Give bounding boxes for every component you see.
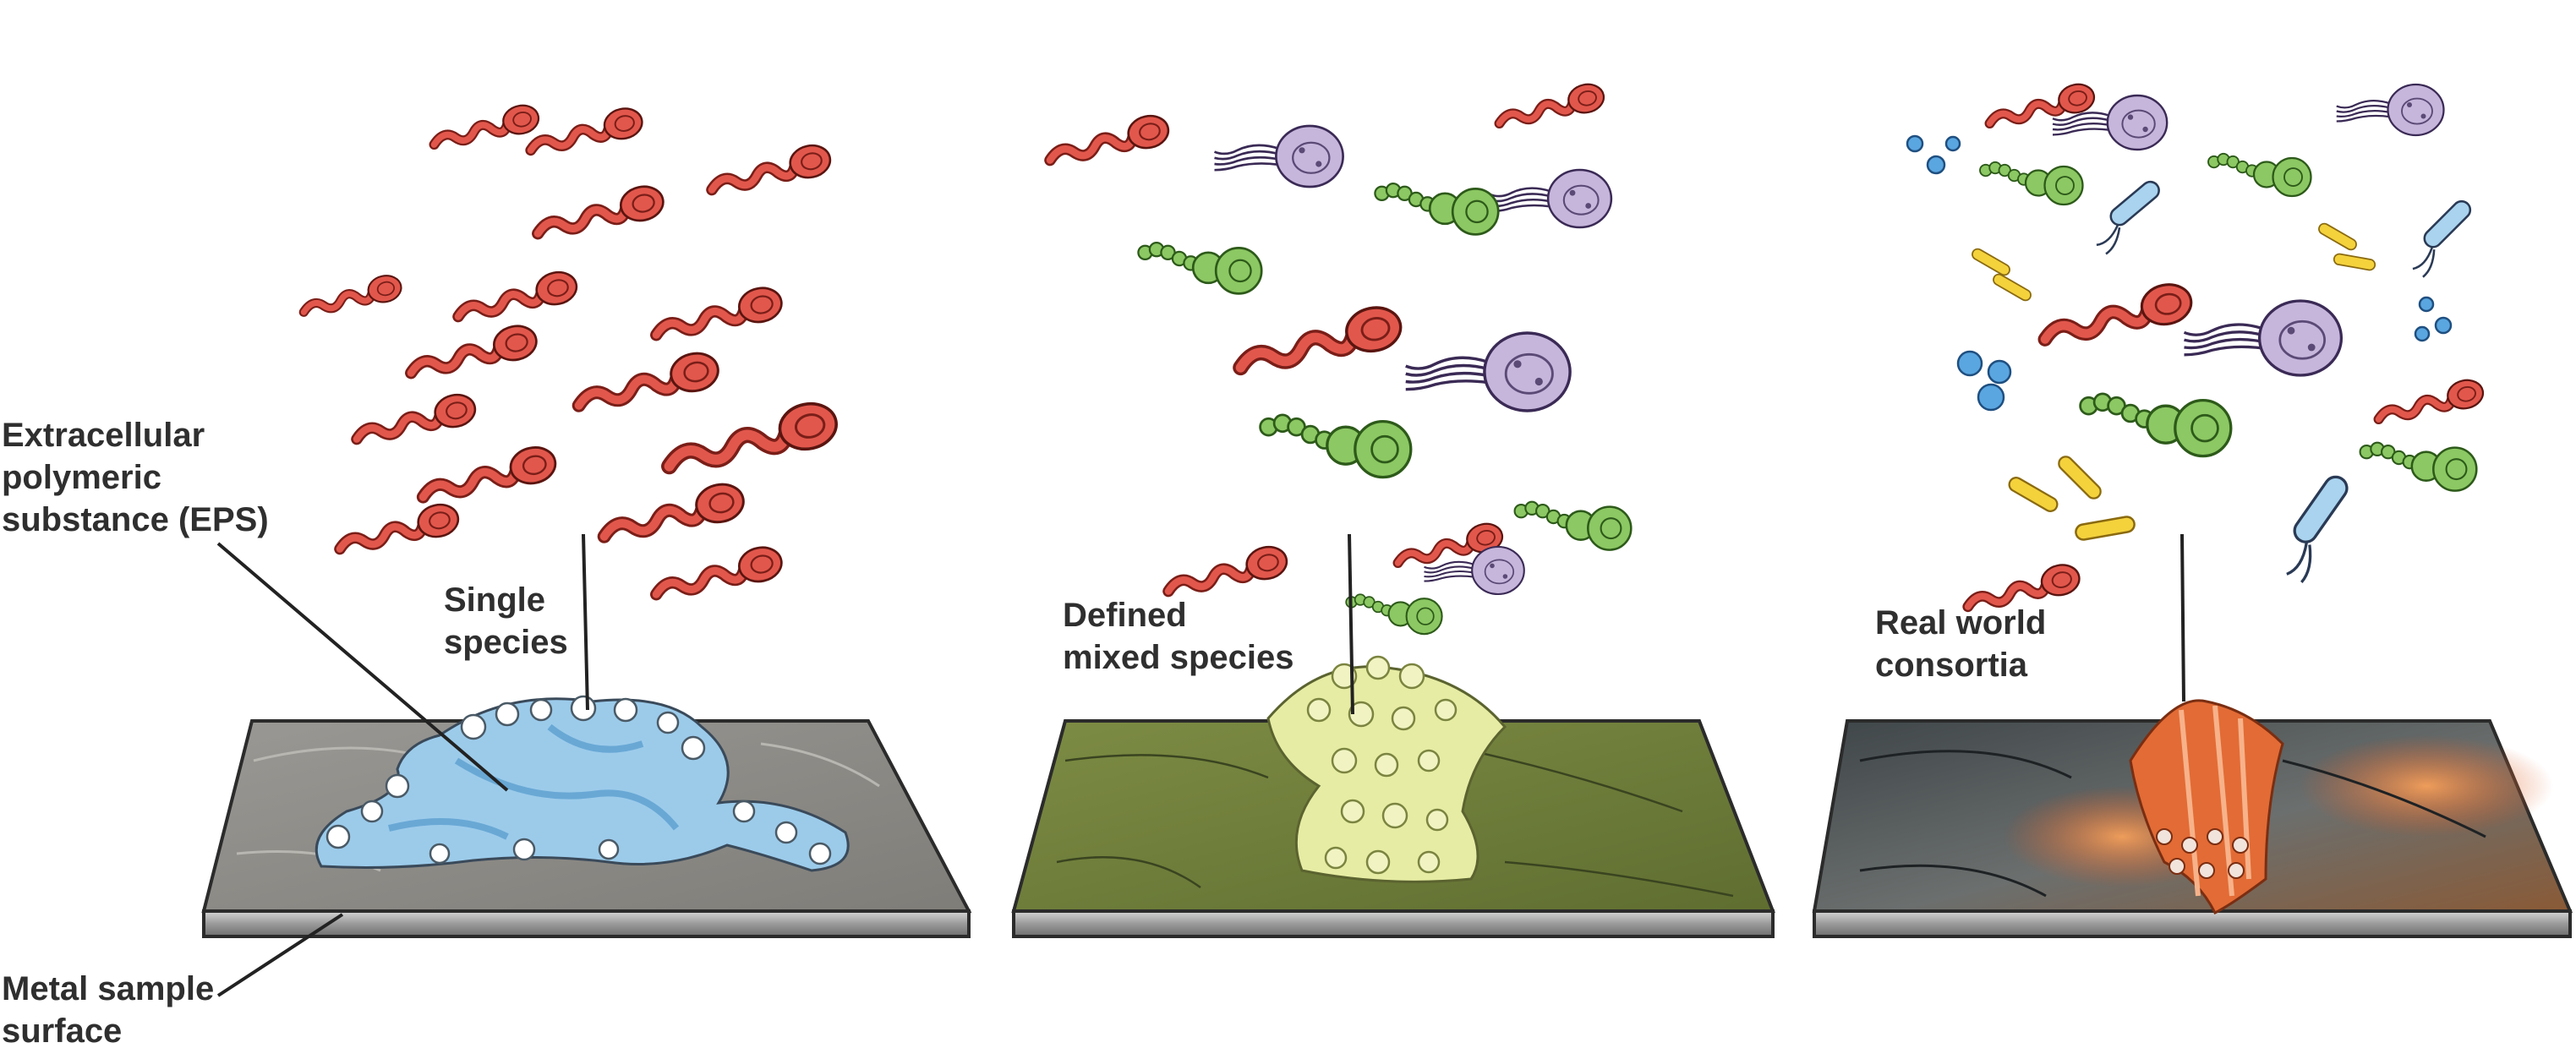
blue-coccus-cell <box>1958 352 1982 375</box>
purple-flagellate-cell <box>1490 170 1611 227</box>
purple-flagellate-cell <box>1406 333 1570 411</box>
yellow-rod-cell <box>2056 454 2103 501</box>
defined-mixed-species-label: Defined mixed species <box>1063 594 1294 679</box>
red-flagellate-cell <box>2039 280 2195 349</box>
red-flagellate-cell <box>1163 543 1289 600</box>
green-chain-cell <box>2208 154 2311 196</box>
consortia-cells <box>1907 81 2486 614</box>
blue-coccus-cell <box>2420 298 2433 311</box>
blue-rod-cell <box>2402 198 2482 278</box>
red-flagellate-cell <box>651 284 785 344</box>
yellow-rod-cell <box>2075 516 2136 541</box>
red-flagellate-cell <box>1986 81 2097 131</box>
blue-coccus-cell <box>1928 156 1944 173</box>
red-flagellate-cells <box>300 102 841 603</box>
red-flagellate-cell <box>406 322 539 382</box>
green-chain-cell <box>1138 243 1261 293</box>
blue-rod-cell <box>2270 472 2364 584</box>
metal-label-line-2: surface <box>2 1010 214 1052</box>
blue-coccus-cell <box>2436 318 2451 333</box>
red-flagellate-cell <box>453 269 579 325</box>
purple-flagellate-cell <box>2337 85 2444 135</box>
purple-flagellate-cell <box>1215 126 1343 187</box>
defined-mixed-label-line-2: mixed species <box>1063 636 1294 679</box>
green-chain-cell <box>2360 443 2477 491</box>
blue-coccus-cell <box>1988 361 2010 383</box>
red-flagellate-cell <box>1045 112 1171 169</box>
red-flagellate-cell <box>599 480 747 546</box>
real-world-pointer <box>2182 534 2184 701</box>
yellow-rod-cell <box>2333 254 2376 271</box>
red-flagellate-cell <box>663 399 841 478</box>
real-world-consortia-label: Real world consortia <box>1875 602 2046 686</box>
yellow-rod-cell <box>2317 221 2359 251</box>
red-flagellate-cell <box>526 105 644 158</box>
red-flagellate-cell <box>2375 377 2486 427</box>
real-world-label-line-1: Real world <box>1875 602 2046 644</box>
blue-coccus-cell <box>1907 136 1922 151</box>
red-flagellate-cell <box>573 349 721 415</box>
blue-coccus-cell <box>2415 327 2429 341</box>
yellow-rod-cell <box>1971 247 2012 276</box>
red-flagellate-cell <box>300 273 404 319</box>
single-species-label-line-1: Single <box>444 579 568 621</box>
red-flagellate-cell <box>707 142 833 199</box>
yellow-rod-cell <box>2007 475 2060 514</box>
green-chain-cell <box>1375 183 1498 234</box>
red-flagellate-cell <box>418 444 559 506</box>
single-species-label: Single species <box>444 579 568 663</box>
eps-label: Extracellular polymeric substance (EPS) <box>2 414 269 541</box>
mixed-biofilm <box>1268 657 1505 882</box>
green-chain-cell <box>2081 394 2231 456</box>
mixed-species-cells <box>1045 81 1631 634</box>
green-chain-cell <box>1980 162 2083 205</box>
purple-flagellate-cell <box>2185 301 2342 375</box>
single-species-panel <box>204 102 969 936</box>
single-species-pointer <box>583 534 588 710</box>
yellow-rod-cell <box>1992 272 2033 302</box>
red-flagellate-cell <box>651 543 785 603</box>
eps-label-line-2: polymeric <box>2 456 269 499</box>
red-flagellate-cell <box>352 391 478 448</box>
green-chain-cell <box>1515 502 1632 550</box>
blue-rod-cell <box>2087 178 2170 255</box>
red-flagellate-cell <box>533 183 666 243</box>
green-chain-cell <box>1261 415 1411 478</box>
eps-label-line-3: substance (EPS) <box>2 499 269 541</box>
red-flagellate-cell <box>1496 81 1607 131</box>
real-world-label-line-2: consortia <box>1875 644 2046 686</box>
metal-label-line-1: Metal sample <box>2 968 214 1010</box>
blue-coccus-cell <box>1978 385 2004 410</box>
red-flagellate-cell <box>335 501 461 558</box>
red-flagellate-cell <box>430 102 542 152</box>
defined-mixed-species-panel <box>1014 81 1773 936</box>
green-chain-cell <box>1346 594 1441 634</box>
eps-label-line-1: Extracellular <box>2 414 269 456</box>
real-world-consortia-panel <box>1814 81 2570 936</box>
single-species-label-line-2: species <box>444 621 568 663</box>
defined-mixed-label-line-1: Defined <box>1063 594 1294 636</box>
red-flagellate-cell <box>1234 303 1405 379</box>
blue-coccus-cell <box>1946 137 1960 150</box>
metal-sample-surface-label: Metal sample surface <box>2 968 214 1052</box>
